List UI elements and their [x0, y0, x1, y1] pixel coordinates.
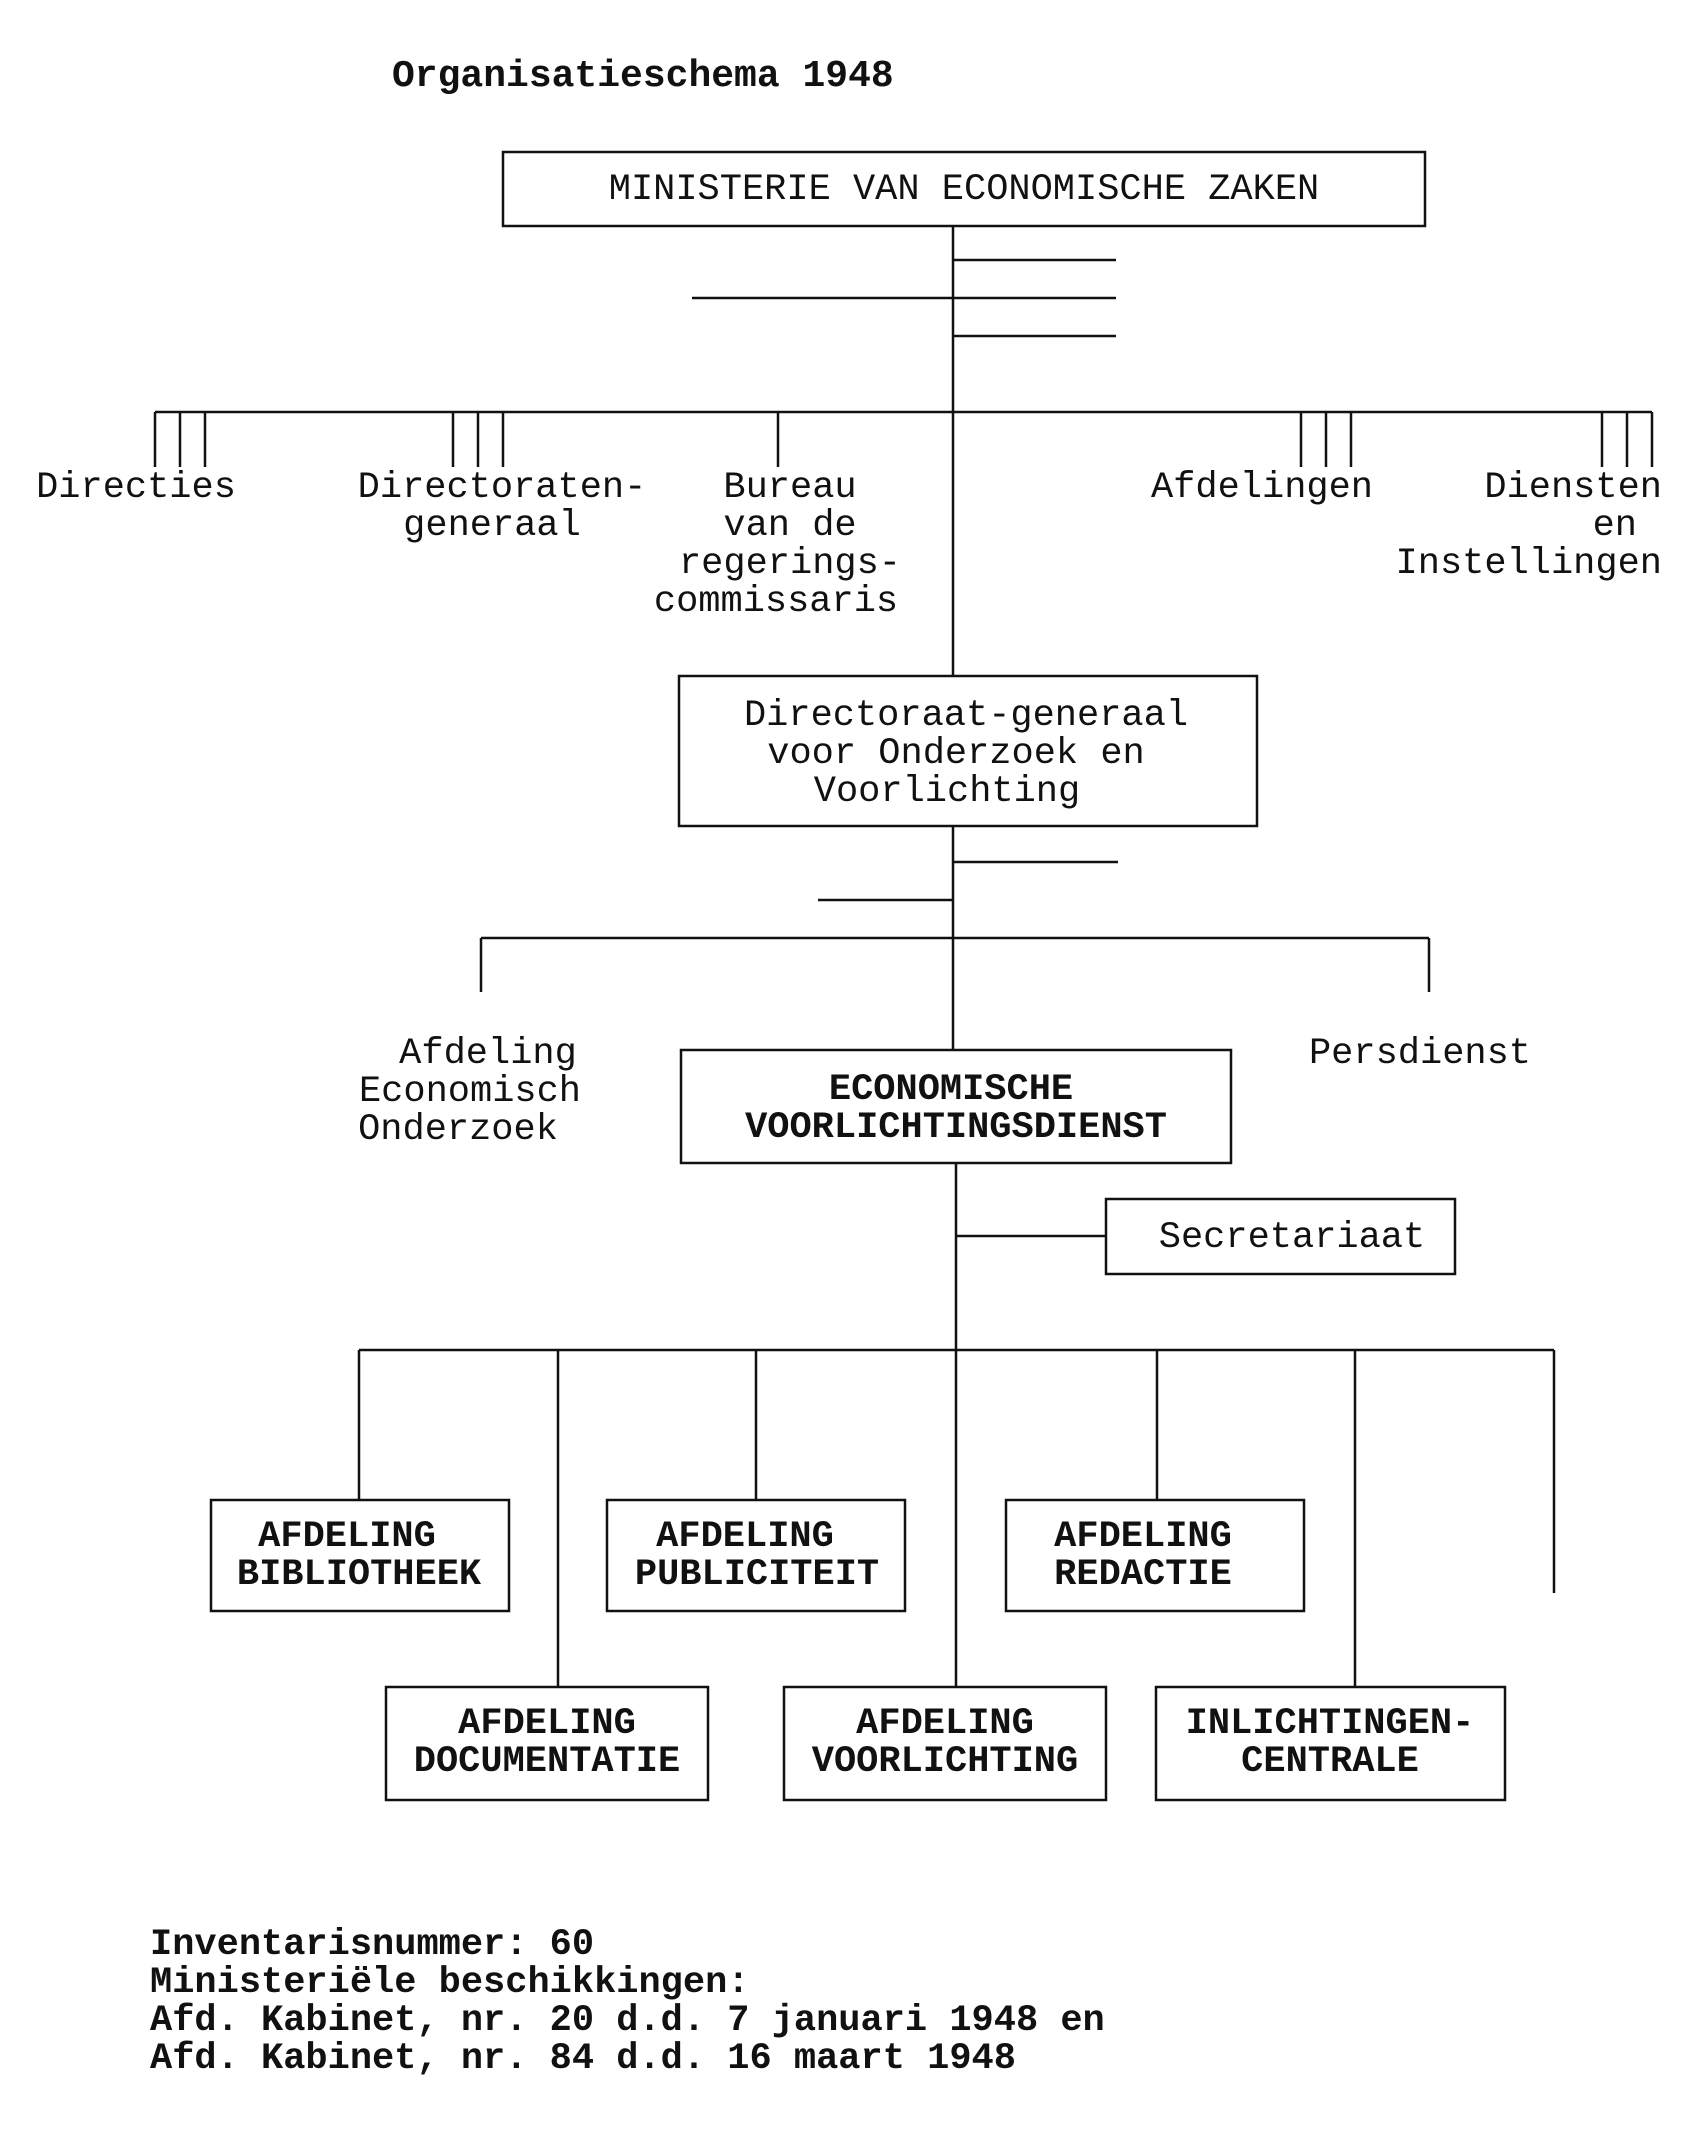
- dg-label-line3: Voorlichting: [814, 771, 1080, 813]
- footer-notes: Inventarisnummer: 60 Ministeriële beschi…: [150, 1924, 1105, 2080]
- evd-label-line2: VOORLICHTINGSDIENST: [745, 1107, 1167, 1149]
- economisch-onderzoek-label-line2: Economisch: [359, 1071, 581, 1113]
- secretariaat-label: Secretariaat: [1159, 1217, 1425, 1259]
- dg-box: Directoraat-generaal voor Onderzoek en V…: [677, 674, 1259, 828]
- diensten-label-line1: Diensten: [1484, 467, 1662, 509]
- bureau-label-line3: regerings-: [679, 543, 901, 585]
- footer-line-1: Inventarisnummer: 60: [150, 1924, 594, 1966]
- bureau-label-line1: Bureau: [723, 467, 856, 509]
- afdeling-bibliotheek-box: AFDELING BIBLIOTHEEK: [209, 1498, 511, 1613]
- department-boxes: AFDELING BIBLIOTHEEK AFDELING PUBLICITEI…: [209, 1498, 1507, 1802]
- footer-line-4: Afd. Kabinet, nr. 84 d.d. 16 maart 1948: [150, 2038, 1016, 2080]
- inlichtingen-centrale-line2: CENTRALE: [1241, 1741, 1419, 1783]
- directoraten-generaal-label-line1: Directoraten-: [358, 467, 647, 509]
- footer-line-3: Afd. Kabinet, nr. 20 d.d. 7 januari 1948…: [150, 2000, 1105, 2042]
- dg-label-line1: Directoraat-generaal: [744, 695, 1188, 737]
- bureau-label-line2: van de: [723, 505, 856, 547]
- afdelingen-label: Afdelingen: [1151, 467, 1373, 509]
- afdeling-publiciteit-box: AFDELING PUBLICITEIT: [605, 1498, 907, 1613]
- afdeling-voorlichting-box: AFDELING VOORLICHTING: [782, 1685, 1108, 1802]
- ministry-label: MINISTERIE VAN ECONOMISCHE ZAKEN: [609, 169, 1320, 211]
- economisch-onderzoek-label-line1: Afdeling: [399, 1033, 577, 1075]
- top-branch-labels: Directies Directoraten- generaal Bureau …: [36, 467, 1662, 623]
- secretariaat-box: Secretariaat: [1104, 1197, 1457, 1276]
- bureau-label-line4: commissaris: [654, 581, 898, 623]
- afdeling-documentatie-box: AFDELING DOCUMENTATIE: [384, 1685, 710, 1802]
- afdeling-publiciteit-line1: AFDELING: [656, 1516, 834, 1558]
- afdeling-voorlichting-line1: AFDELING: [856, 1703, 1034, 1745]
- afdeling-documentatie-line1: AFDELING: [458, 1703, 636, 1745]
- chart-title: Organisatieschema 1948: [392, 55, 894, 98]
- persdienst-label: Persdienst: [1309, 1033, 1531, 1075]
- inlichtingen-centrale-box: INLICHTINGEN- CENTRALE: [1154, 1685, 1507, 1802]
- afdeling-redactie-box: AFDELING REDACTIE: [1004, 1498, 1306, 1613]
- afdeling-bibliotheek-line2: BIBLIOTHEEK: [237, 1554, 482, 1596]
- footer-line-2: Ministeriële beschikkingen:: [150, 1962, 750, 2004]
- afdeling-voorlichting-line2: VOORLICHTING: [812, 1741, 1078, 1783]
- ministry-box: MINISTERIE VAN ECONOMISCHE ZAKEN: [501, 150, 1427, 228]
- directies-label: Directies: [36, 467, 236, 509]
- diensten-label-line2: en: [1593, 505, 1637, 547]
- dg-label-line2: voor Onderzoek en: [767, 733, 1144, 775]
- directoraten-generaal-label-line2: generaal: [403, 505, 581, 547]
- afdeling-redactie-line1: AFDELING: [1054, 1516, 1232, 1558]
- evd-label-line1: ECONOMISCHE: [829, 1069, 1073, 1111]
- afdeling-bibliotheek-line1: AFDELING: [258, 1516, 436, 1558]
- diensten-label-line3: Instellingen: [1396, 543, 1662, 585]
- afdeling-publiciteit-line2: PUBLICITEIT: [635, 1554, 879, 1596]
- economisch-onderzoek-label-line3: Onderzoek: [358, 1109, 558, 1151]
- connector-lines: [153, 227, 1654, 1687]
- dg-branch-labels: Afdeling Economisch Onderzoek Persdienst: [358, 1033, 1531, 1151]
- inlichtingen-centrale-line1: INLICHTINGEN-: [1186, 1703, 1475, 1745]
- afdeling-documentatie-line2: DOCUMENTATIE: [414, 1741, 680, 1783]
- afdeling-redactie-line2: REDACTIE: [1054, 1554, 1232, 1596]
- evd-box: ECONOMISCHE VOORLICHTINGSDIENST: [679, 1048, 1233, 1165]
